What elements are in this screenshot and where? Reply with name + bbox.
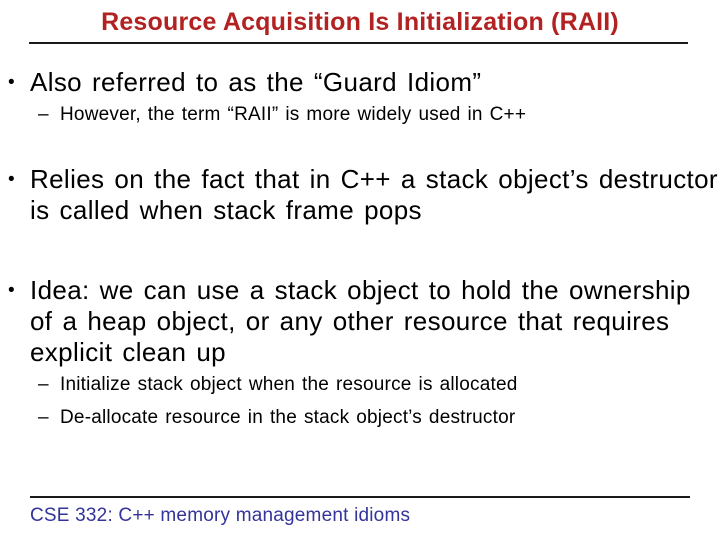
bullet-line: Idea: we can use a stack object to hold … bbox=[30, 275, 691, 305]
bullet-marker: • bbox=[8, 280, 16, 301]
sub-bullet-line: Initialize stack object when the resourc… bbox=[60, 374, 518, 395]
bullet-marker: • bbox=[8, 169, 16, 190]
bullet-item-2: • Relies on the fact that in C++ a stack… bbox=[8, 164, 720, 226]
bullet-item-3: • Idea: we can use a stack object to hol… bbox=[8, 275, 720, 368]
bullet-marker: • bbox=[8, 72, 16, 93]
dash-marker: – bbox=[38, 407, 49, 428]
bullet-line: Also referred to as the “Guard Idiom” bbox=[30, 67, 482, 97]
sub-bullet-item-1: – However, the term “RAII” is more widel… bbox=[38, 102, 718, 128]
bullet-line: is called when stack frame pops bbox=[30, 195, 422, 225]
bullet-line: of a heap object, or any other resource … bbox=[30, 306, 670, 336]
dash-marker: – bbox=[38, 374, 49, 395]
dash-marker: – bbox=[38, 104, 49, 125]
slide-title: Resource Acquisition Is Initialization (… bbox=[101, 8, 619, 36]
title-rule bbox=[29, 42, 688, 44]
sub-bullet-item-3: – De-allocate resource in the stack obje… bbox=[38, 405, 718, 431]
sub-bullet-text: De-allocate resource in the stack object… bbox=[60, 405, 515, 431]
bullet-item-1: • Also referred to as the “Guard Idiom” bbox=[8, 67, 720, 98]
bullet-line: explicit clean up bbox=[30, 337, 226, 367]
bullet-text: Relies on the fact that in C++ a stack o… bbox=[30, 164, 718, 226]
sub-bullet-line: De-allocate resource in the stack object… bbox=[60, 407, 516, 428]
bullet-text: Idea: we can use a stack object to hold … bbox=[30, 275, 691, 368]
bullet-line: Relies on the fact that in C++ a stack o… bbox=[30, 164, 718, 194]
footer-rule bbox=[30, 496, 690, 498]
sub-bullet-line: However, the term “RAII” is more widely … bbox=[60, 104, 527, 125]
footer-text: CSE 332: C++ memory management idioms bbox=[30, 505, 411, 526]
sub-bullet-text: However, the term “RAII” is more widely … bbox=[60, 102, 526, 128]
sub-bullet-text: Initialize stack object when the resourc… bbox=[60, 372, 517, 398]
bullet-text: Also referred to as the “Guard Idiom” bbox=[30, 67, 481, 98]
sub-bullet-item-2: – Initialize stack object when the resou… bbox=[38, 372, 718, 398]
